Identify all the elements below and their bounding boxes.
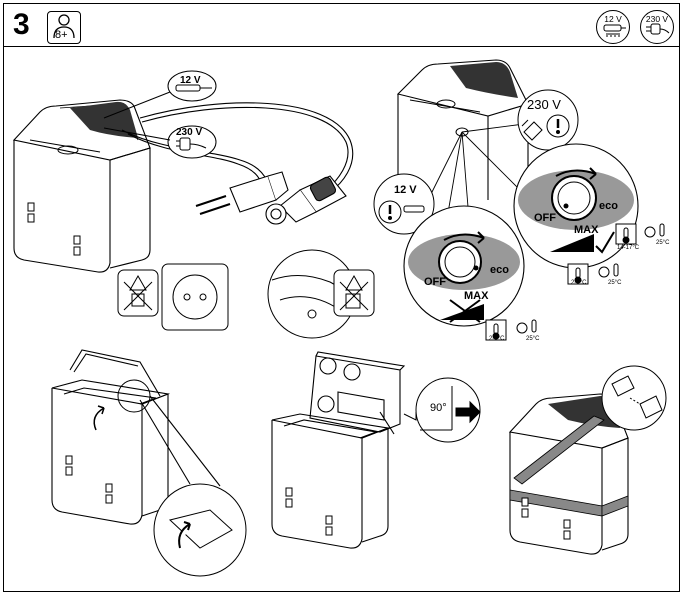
temp-cold-bottom: 2-7°C [489,336,505,342]
badge-12v-label: 12 V [604,14,622,24]
badge-230v-icon: 230 V [640,10,674,44]
warning-230v-circle [517,89,579,151]
step-number: 3 [13,8,30,41]
person-icon [53,14,75,39]
control-knob [57,145,79,155]
temp-ambient-top: 25°C [656,240,670,246]
temp-ambient-bottom: 25°C [526,336,540,342]
cooler-lid-removed-handles [285,487,333,536]
warning-12v-label: 12 V [394,184,417,196]
car-dashboard-view [267,249,357,339]
temp-range-top: 14-17°C [617,245,640,251]
dial-top-eco: eco [599,200,618,212]
page-frame [3,3,680,592]
step-header: 3 8+ 12 V 230 V [3,3,680,47]
power-cables [121,102,354,193]
strap-buckle-circle [601,365,667,431]
wall-socket [161,263,229,331]
dial-bottom-off: OFF [424,276,446,288]
thermostat-dial-top [513,143,639,269]
warning-no-euro-plug [117,269,159,317]
cable-230v-label: 230 V [176,127,203,138]
dial-top-off: OFF [534,212,556,224]
hinge-angle-label: 90° [430,402,447,414]
euro-plug [195,171,289,215]
dial-bottom-eco: eco [490,264,509,276]
cigarette-plug [265,175,347,225]
temp-cold-mid: 2-7°C [571,280,587,286]
temp-icons-bottom [485,319,537,341]
cable-12v-label: 12 V [180,75,201,86]
cooler-strapped-handles [521,497,571,540]
warning-12v-circle [373,173,435,235]
hinge-zoom-small [117,379,151,413]
control-knob-right [436,99,456,109]
temp-icons-mid [567,263,619,285]
warning-230v-label: 230 V [527,97,561,112]
warning-no-car-plug [333,269,375,317]
badge-12v-icon: 12 V [596,10,630,44]
cooler-open-lid-handles [65,455,113,504]
temp-ambient-mid: 25°C [608,280,622,286]
cooler-lid-removed [271,351,406,549]
age-label: 8+ [55,29,68,41]
badge-230v-label: 230 V [645,14,669,24]
callout-230v [103,125,217,159]
carry-strap [509,415,629,517]
dial-bottom-max: MAX [464,290,489,302]
hinge-angle-circle [403,377,481,443]
latch-zoom-circle [153,483,247,577]
lid-panel-right [450,62,518,98]
dial-top-max: MAX [574,224,599,236]
thermostat-dial-bottom [403,205,525,327]
callout-12v [103,70,217,119]
age-restriction-badge: 8+ [47,11,81,44]
temp-icons-top [615,223,665,245]
cooler-topleft-handles [27,202,81,256]
